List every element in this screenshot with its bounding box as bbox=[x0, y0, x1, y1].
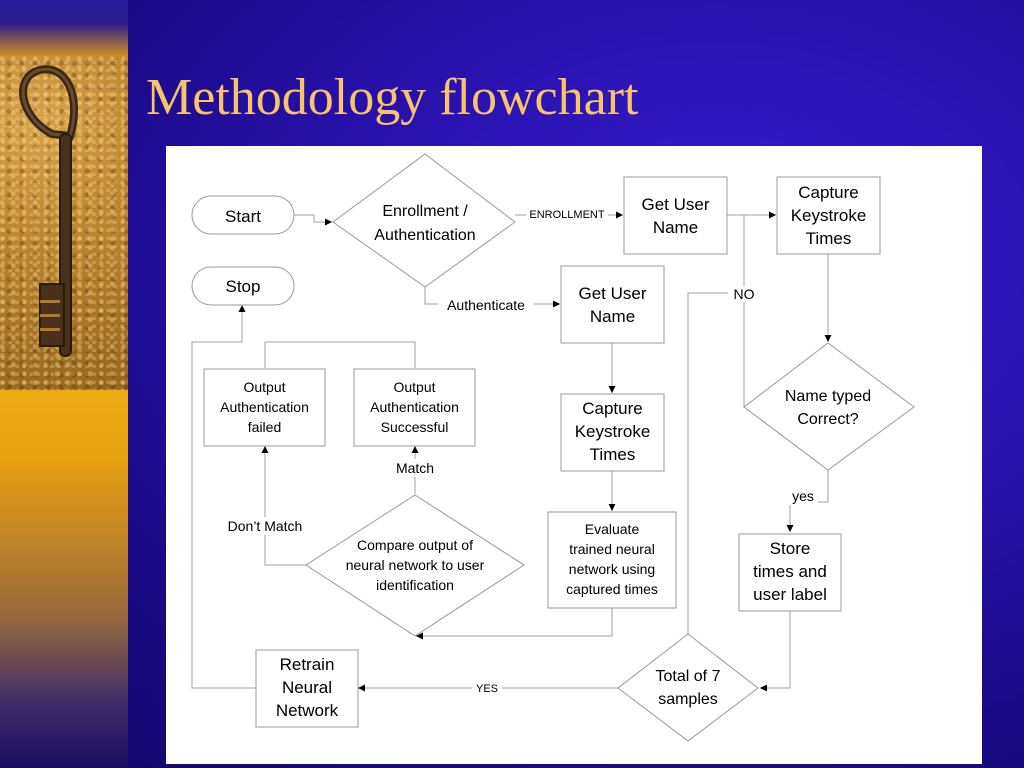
edge-label-yes-caps: YES bbox=[476, 683, 498, 695]
edge-label-yes: yes bbox=[792, 488, 814, 504]
edge-label-enrollment: ENROLLMENT bbox=[529, 209, 604, 221]
edge-retrain-to-stop bbox=[191, 305, 256, 689]
edge-label-authenticate: Authenticate bbox=[447, 297, 525, 313]
edge-total-loop-up bbox=[687, 292, 744, 634]
node-stop-label: Stop bbox=[226, 277, 261, 296]
edge-store-to-total bbox=[760, 611, 791, 692]
edge-labels: ENROLLMENT Authenticate NO yes Match Don… bbox=[218, 206, 818, 695]
node-stop: Stop bbox=[191, 266, 295, 306]
node-enrollment-decision: Enrollment /Authentication bbox=[332, 153, 516, 288]
key-icon bbox=[19, 65, 78, 357]
edge-evaluate-to-compare bbox=[416, 608, 613, 640]
node-start-label: Start bbox=[225, 207, 261, 226]
key-photo bbox=[0, 56, 128, 390]
edge-dont-match bbox=[261, 446, 306, 566]
edge-label-match: Match bbox=[396, 460, 434, 476]
node-start: Start bbox=[191, 195, 295, 235]
node-enrollment-decision-label: Enrollment /Authentication bbox=[374, 203, 475, 244]
edge-success-to-stop bbox=[265, 341, 416, 368]
flowchart-diagram: Start Stop Enrollment /Authentication Ge… bbox=[191, 153, 915, 742]
page-title: Methodology flowchart bbox=[146, 69, 639, 126]
edge-start-to-decision bbox=[294, 214, 332, 226]
flowchart-panel: Start Stop Enrollment /Authentication Ge… bbox=[166, 146, 982, 764]
edge-label-dont-match: Don’t Match bbox=[228, 518, 303, 534]
edge-label-no: NO bbox=[734, 286, 755, 302]
